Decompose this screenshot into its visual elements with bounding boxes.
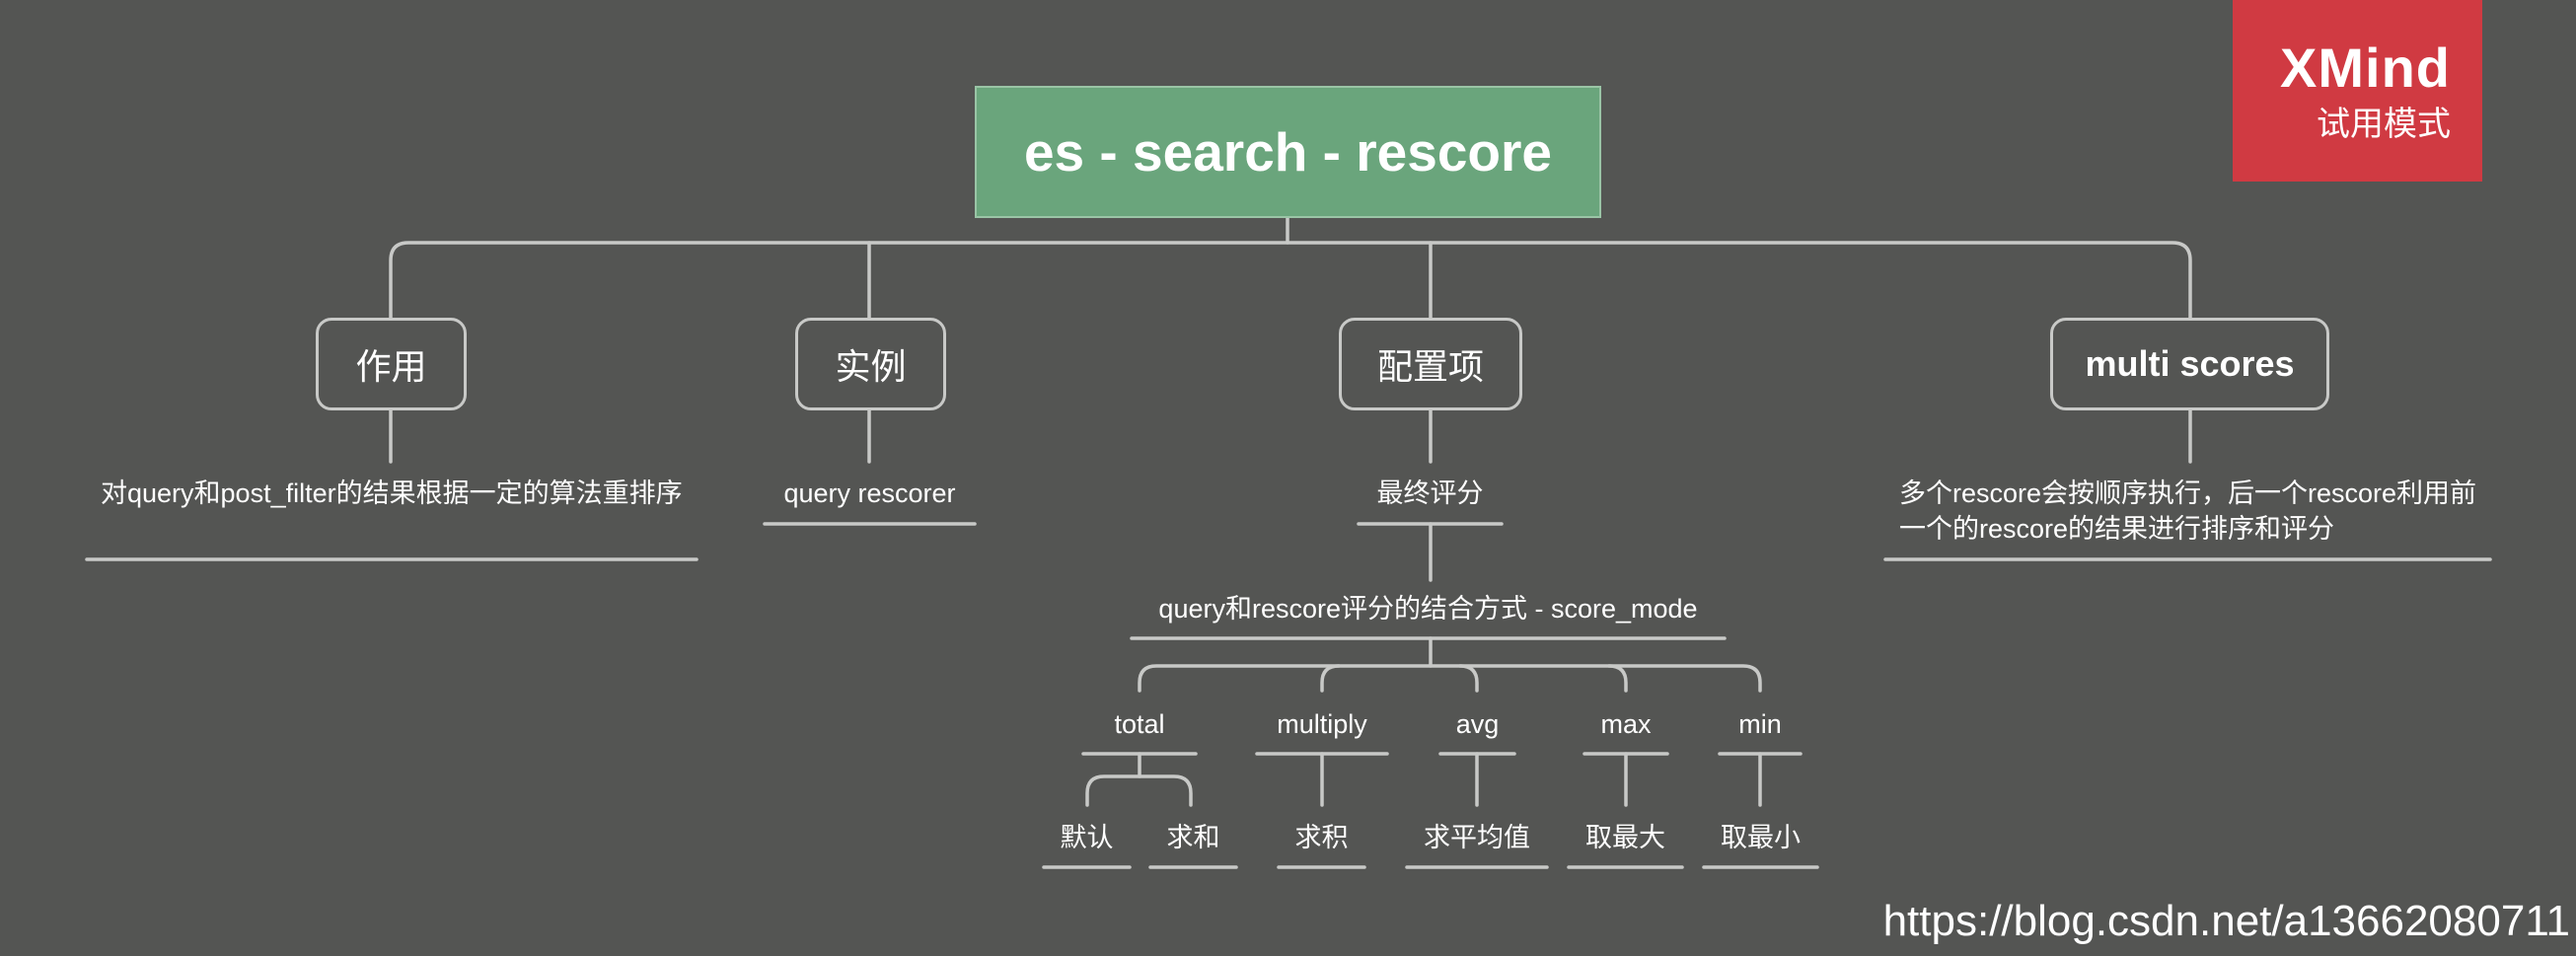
branch-multi-scores[interactable]: multi scores bbox=[2050, 318, 2329, 410]
multi-scores-description[interactable]: 多个rescore会按顺序执行，后一个rescore利用前一个的rescore的… bbox=[1899, 478, 2477, 544]
mode-total[interactable]: total bbox=[1114, 709, 1165, 739]
mode-max[interactable]: max bbox=[1600, 709, 1652, 739]
mode-avg[interactable]: avg bbox=[1455, 709, 1500, 739]
connector-avg bbox=[1458, 664, 1479, 693]
branch-example-label: 实例 bbox=[835, 346, 907, 387]
leaf-take-min[interactable]: 取最小 bbox=[1721, 823, 1801, 852]
branch-purpose-label: 作用 bbox=[355, 346, 427, 387]
leaf-take-max[interactable]: 取最大 bbox=[1585, 823, 1665, 852]
mode-min[interactable]: min bbox=[1738, 709, 1782, 739]
connector-mode-bus bbox=[1138, 664, 1762, 693]
leaf-default[interactable]: 默认 bbox=[1060, 823, 1114, 852]
mode-multiply[interactable]: multiply bbox=[1277, 709, 1367, 739]
root-topic[interactable]: es - search - rescore bbox=[975, 86, 1601, 218]
root-title: es - search - rescore bbox=[1023, 121, 1553, 183]
trial-mode-label: 试用模式 bbox=[2317, 106, 2451, 143]
connector-multiply bbox=[1320, 664, 1341, 693]
branch-purpose[interactable]: 作用 bbox=[316, 318, 467, 410]
xmind-trial-badge: XMind 试用模式 bbox=[2233, 0, 2482, 182]
branch-config[interactable]: 配置项 bbox=[1339, 318, 1522, 410]
connector-max bbox=[1607, 664, 1628, 693]
leaf-sum[interactable]: 求和 bbox=[1166, 823, 1220, 852]
leaf-average[interactable]: 求平均值 bbox=[1424, 823, 1530, 852]
branch-example[interactable]: 实例 bbox=[795, 318, 946, 410]
branch-multi-label: multi scores bbox=[2085, 343, 2295, 384]
xmind-logo: XMind bbox=[2280, 37, 2451, 99]
connector-branch-bus bbox=[389, 241, 2192, 320]
final-score-topic[interactable]: 最终评分 bbox=[1376, 478, 1484, 508]
connector-total-bus bbox=[1085, 774, 1193, 807]
branch-config-label: 配置项 bbox=[1376, 346, 1484, 387]
leaf-product[interactable]: 求积 bbox=[1294, 823, 1349, 852]
example-description[interactable]: query rescorer bbox=[783, 478, 956, 508]
purpose-description[interactable]: 对query和post_filter的结果根据一定的算法重排序 bbox=[101, 478, 683, 508]
score-mode-topic[interactable]: query和rescore评分的结合方式 - score_mode bbox=[1158, 594, 1698, 624]
source-watermark: https://blog.csdn.net/a13662080711 bbox=[1882, 897, 2570, 945]
